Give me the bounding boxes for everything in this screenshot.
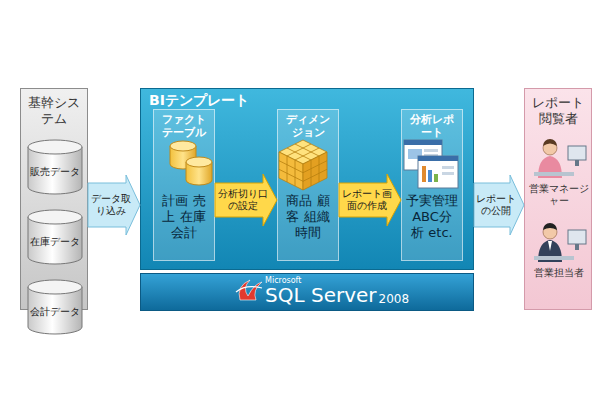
node-heading: 販売データ [30,166,80,178]
block-arrow [215,174,277,226]
arrow-label: データ取り込み [89,193,132,217]
dimension-cube [279,140,327,190]
logo-wordmark: MicrosoftSQL Server [265,276,377,306]
database-cylinder: 在庫データ [27,209,83,265]
node-heading: 在庫データ [30,236,80,248]
platform-band: MicrosoftSQL Server2008 [140,273,474,311]
node-heading: 基幹システム [25,95,83,127]
staff-figure [534,223,586,262]
fact-cylinders [170,141,212,185]
arrow-label: レポートの公開 [475,193,516,217]
node-heading: レポート閲覧者 [529,95,587,127]
person-label: 営業マネージャー [527,135,591,211]
version-number: 2008 [379,292,410,306]
database-cylinder: 会計データ [27,279,83,335]
system-panel: 基幹システム販売データ在庫データ会計データ [20,88,88,310]
fact-column: ファクトテーブル計画 売上 在庫 会計 [153,109,215,261]
node-heading: 営業担当者 [527,267,591,279]
block-arrow [339,174,401,226]
node-body: 商品 顧客 組織 時間 [282,193,334,241]
node-heading: 会計データ [30,306,80,318]
node-heading: ファクトテーブル [158,113,210,139]
person-label: 営業担当者 [527,219,591,295]
dimension-column: ディメンジョン商品 顧客 組織 時間 [277,109,339,261]
report-column: 分析レポート予実管理 ABC分析 etc. [401,109,463,261]
node-body: 予実管理 ABC分析 etc. [406,193,458,241]
node-heading: ディメンジョン [282,113,334,139]
node-heading: 営業マネージャー [527,183,591,207]
vendor-name: Microsoft [265,276,377,285]
node-body: 計画 売上 在庫 会計 [158,193,210,241]
product-name: SQL Server [265,285,377,306]
arrow-label: レポート画面の作成 [340,188,393,212]
node-heading: BIテンプレート [149,92,465,109]
viewer-panel: レポート閲覧者営業マネージャー営業担当者 [524,88,592,310]
block-arrow [88,175,140,235]
arrow-label: 分析切り口の設定 [216,188,269,212]
manager-figure [534,139,586,178]
block-arrow [474,175,524,235]
node-heading: 分析レポート [406,113,458,139]
template-panel: BIテンプレートファクトテーブル計画 売上 在庫 会計ディメンジョン商品 顧客 … [140,88,474,270]
report-screens [404,140,458,188]
database-cylinder: 販売データ [27,139,83,195]
sql-server-logo [236,280,262,300]
